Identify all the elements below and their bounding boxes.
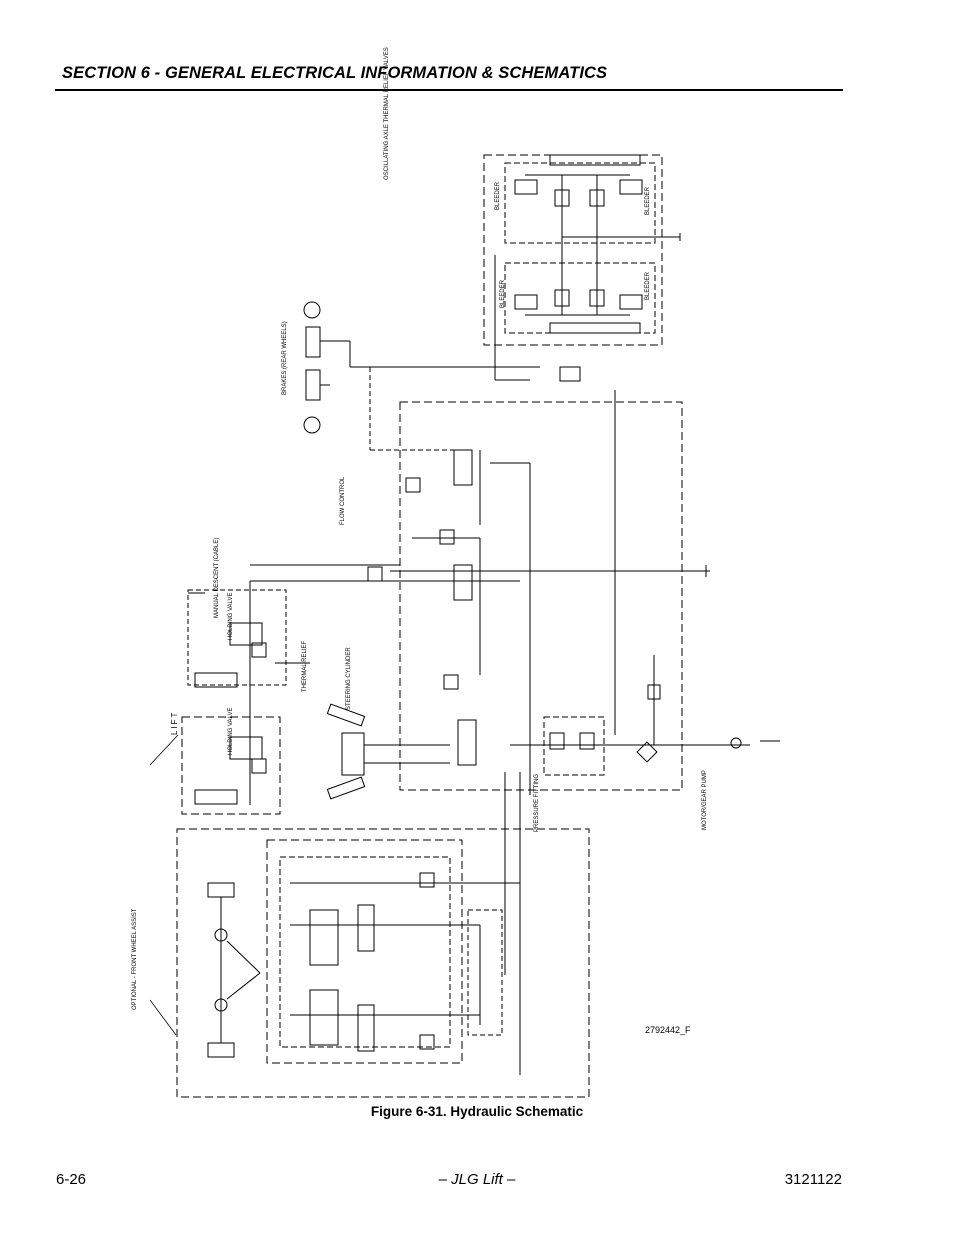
lift-block — [181, 564, 520, 815]
steering-cylinder — [326, 703, 450, 800]
brakes-block — [303, 301, 540, 451]
front-wheel-assist-label: OPTIONAL - FRONT WHEEL ASSIST — [132, 908, 138, 1010]
oscillating-axle-block — [483, 154, 681, 381]
drawing-number: 2792442_F — [645, 1025, 691, 1035]
hydraulic-schematic: 2792442_F — [150, 154, 780, 1098]
page-number: 6-26 — [56, 1171, 87, 1188]
document-number: 3121122 — [784, 1171, 842, 1188]
header-rule — [55, 89, 843, 91]
figure-caption: Figure 6-31. Hydraulic Schematic — [370, 1104, 584, 1119]
footer-publisher: – JLG Lift – — [438, 1171, 516, 1188]
main-valve-block — [367, 366, 780, 1075]
section-title: SECTION 6 - GENERAL ELECTRICAL INFORMATI… — [62, 64, 608, 82]
front-wheel-assist-block — [176, 828, 590, 1098]
